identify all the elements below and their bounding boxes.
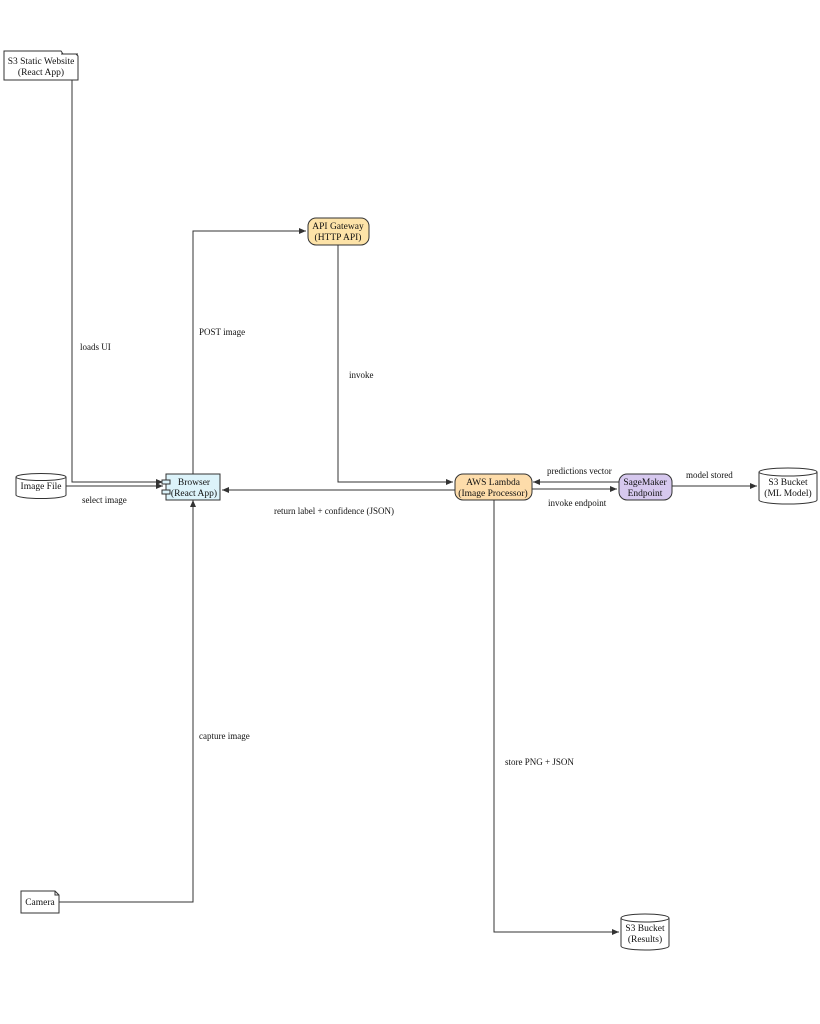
- node-api-gateway: API Gateway (HTTP API): [307, 217, 370, 246]
- node-sublabel: (React App): [171, 488, 217, 499]
- node-s3-static-website: S3 Static Website (React App): [3, 50, 79, 81]
- edge-label-model-stored: model stored: [686, 470, 733, 480]
- edge-capture-image: [59, 500, 196, 903]
- node-label: S3 Bucket: [768, 478, 808, 488]
- storage-cylinder-icon: [15, 473, 67, 499]
- edge-label-invoke: invoke: [349, 370, 374, 380]
- edge-label-invoke-endpoint: invoke endpoint: [548, 498, 607, 508]
- node-sublabel: (Results): [628, 934, 662, 945]
- node-image-file: Image File: [15, 473, 67, 499]
- edge-store-png: [493, 500, 619, 935]
- edge-label-capture-image: capture image: [199, 731, 250, 741]
- node-sublabel: (Image Processor): [458, 488, 527, 499]
- node-sagemaker-endpoint: SageMaker Endpoint: [618, 473, 673, 501]
- edge-post-image: [192, 228, 306, 474]
- node-sublabel: (ML Model): [764, 488, 811, 499]
- node-s3-bucket-results: S3 Bucket (Results): [620, 913, 670, 951]
- node-label: Image File: [21, 482, 62, 492]
- node-sublabel: (HTTP API): [315, 232, 362, 243]
- storage-cylinder-icon: [758, 467, 818, 505]
- document-icon: [20, 890, 60, 914]
- node-sublabel: Endpoint: [628, 489, 663, 499]
- node-s3-bucket-model: S3 Bucket (ML Model): [758, 467, 818, 505]
- node-label: Browser: [178, 478, 211, 488]
- component-icon: [161, 479, 171, 495]
- edge-label-select-image: select image: [82, 495, 127, 505]
- edge-label-return-label: return label + confidence (JSON): [274, 506, 394, 516]
- node-label: AWS Lambda: [466, 478, 521, 488]
- node-label: API Gateway: [312, 222, 364, 232]
- node-label: SageMaker: [623, 478, 667, 488]
- edge-label-loads-ui: loads UI: [80, 342, 111, 352]
- edge-loads-ui: [71, 80, 163, 485]
- edge-label-predictions-vector: predictions vector: [547, 466, 612, 476]
- edge-label-store-png: store PNG + JSON: [505, 757, 574, 767]
- edge-invoke: [337, 245, 453, 485]
- storage-cylinder-icon: [620, 913, 670, 951]
- node-label: Camera: [25, 898, 55, 908]
- node-sublabel: (React App): [18, 67, 64, 78]
- node-label: S3 Static Website: [8, 57, 75, 67]
- node-aws-lambda: AWS Lambda (Image Processor): [454, 473, 533, 501]
- node-label: S3 Bucket: [625, 924, 665, 934]
- node-camera: Camera: [20, 890, 60, 914]
- node-browser: Browser (React App): [161, 473, 221, 501]
- edge-label-post-image: POST image: [199, 327, 245, 337]
